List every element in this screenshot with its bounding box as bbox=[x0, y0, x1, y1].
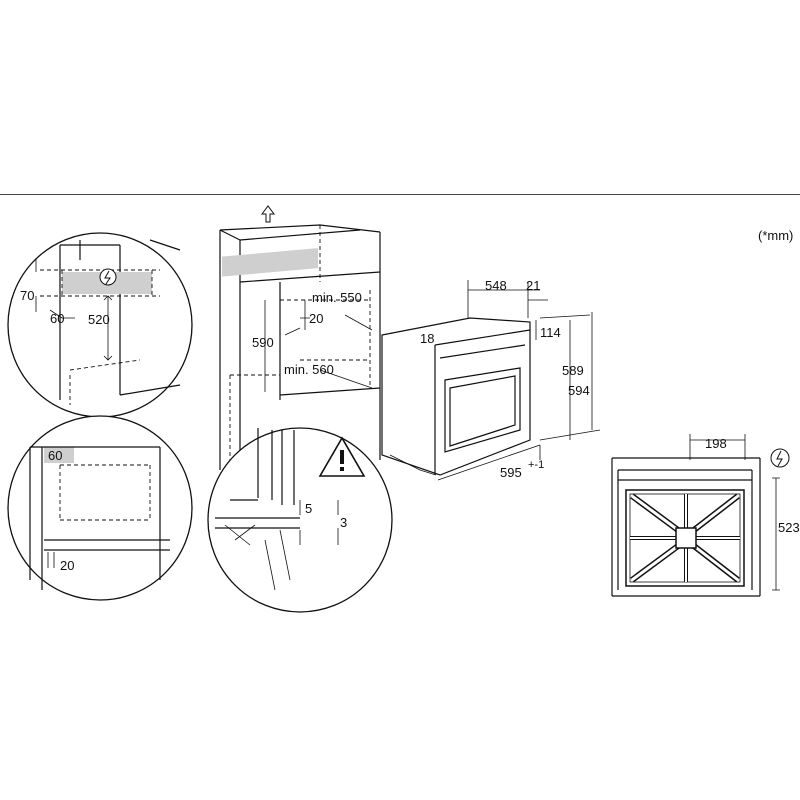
dim-520: 520 bbox=[88, 312, 110, 327]
dim-3: 3 bbox=[340, 515, 347, 530]
dim-60-bottom: 60 bbox=[48, 448, 62, 463]
oven-rack-grid bbox=[625, 489, 745, 587]
power-connection-icon bbox=[99, 268, 117, 286]
dim-114: 114 bbox=[540, 325, 561, 340]
up-arrow-icon bbox=[261, 205, 275, 223]
dim-523: 523 bbox=[778, 520, 800, 535]
power-connection-icon bbox=[770, 448, 790, 468]
detail-circle-bottom-center bbox=[207, 427, 393, 613]
cabinet-drawing bbox=[219, 205, 381, 470]
dim-548: 548 bbox=[485, 278, 507, 293]
detail-circle-bottom-left bbox=[7, 415, 193, 601]
dim-595: 595 bbox=[500, 465, 522, 480]
dim-21: 21 bbox=[526, 278, 540, 293]
dim-590: 590 bbox=[252, 335, 274, 350]
dim-5: 5 bbox=[305, 501, 312, 516]
dim-18: 18 bbox=[420, 331, 434, 346]
dim-594: 594 bbox=[568, 383, 590, 398]
dim-min-560: min. 560 bbox=[284, 362, 334, 377]
oven-drawing bbox=[381, 280, 601, 481]
dim-70: 70 bbox=[20, 288, 34, 303]
unit-note: (*mm) bbox=[758, 228, 793, 243]
dim-589: 589 bbox=[562, 363, 584, 378]
diagram-frame bbox=[0, 194, 800, 615]
dim-20-bottom: 20 bbox=[60, 558, 74, 573]
detail-circle-top-left bbox=[7, 232, 193, 418]
dim-595-tolerance: +-1 bbox=[528, 459, 544, 471]
dim-198: 198 bbox=[705, 436, 727, 451]
dim-60-top: 60 bbox=[50, 311, 64, 326]
oven-side-view bbox=[611, 434, 790, 597]
dim-20-center: 20 bbox=[309, 311, 323, 326]
warning-triangle-icon bbox=[318, 436, 366, 477]
dim-min-550: min. 550 bbox=[312, 290, 362, 305]
